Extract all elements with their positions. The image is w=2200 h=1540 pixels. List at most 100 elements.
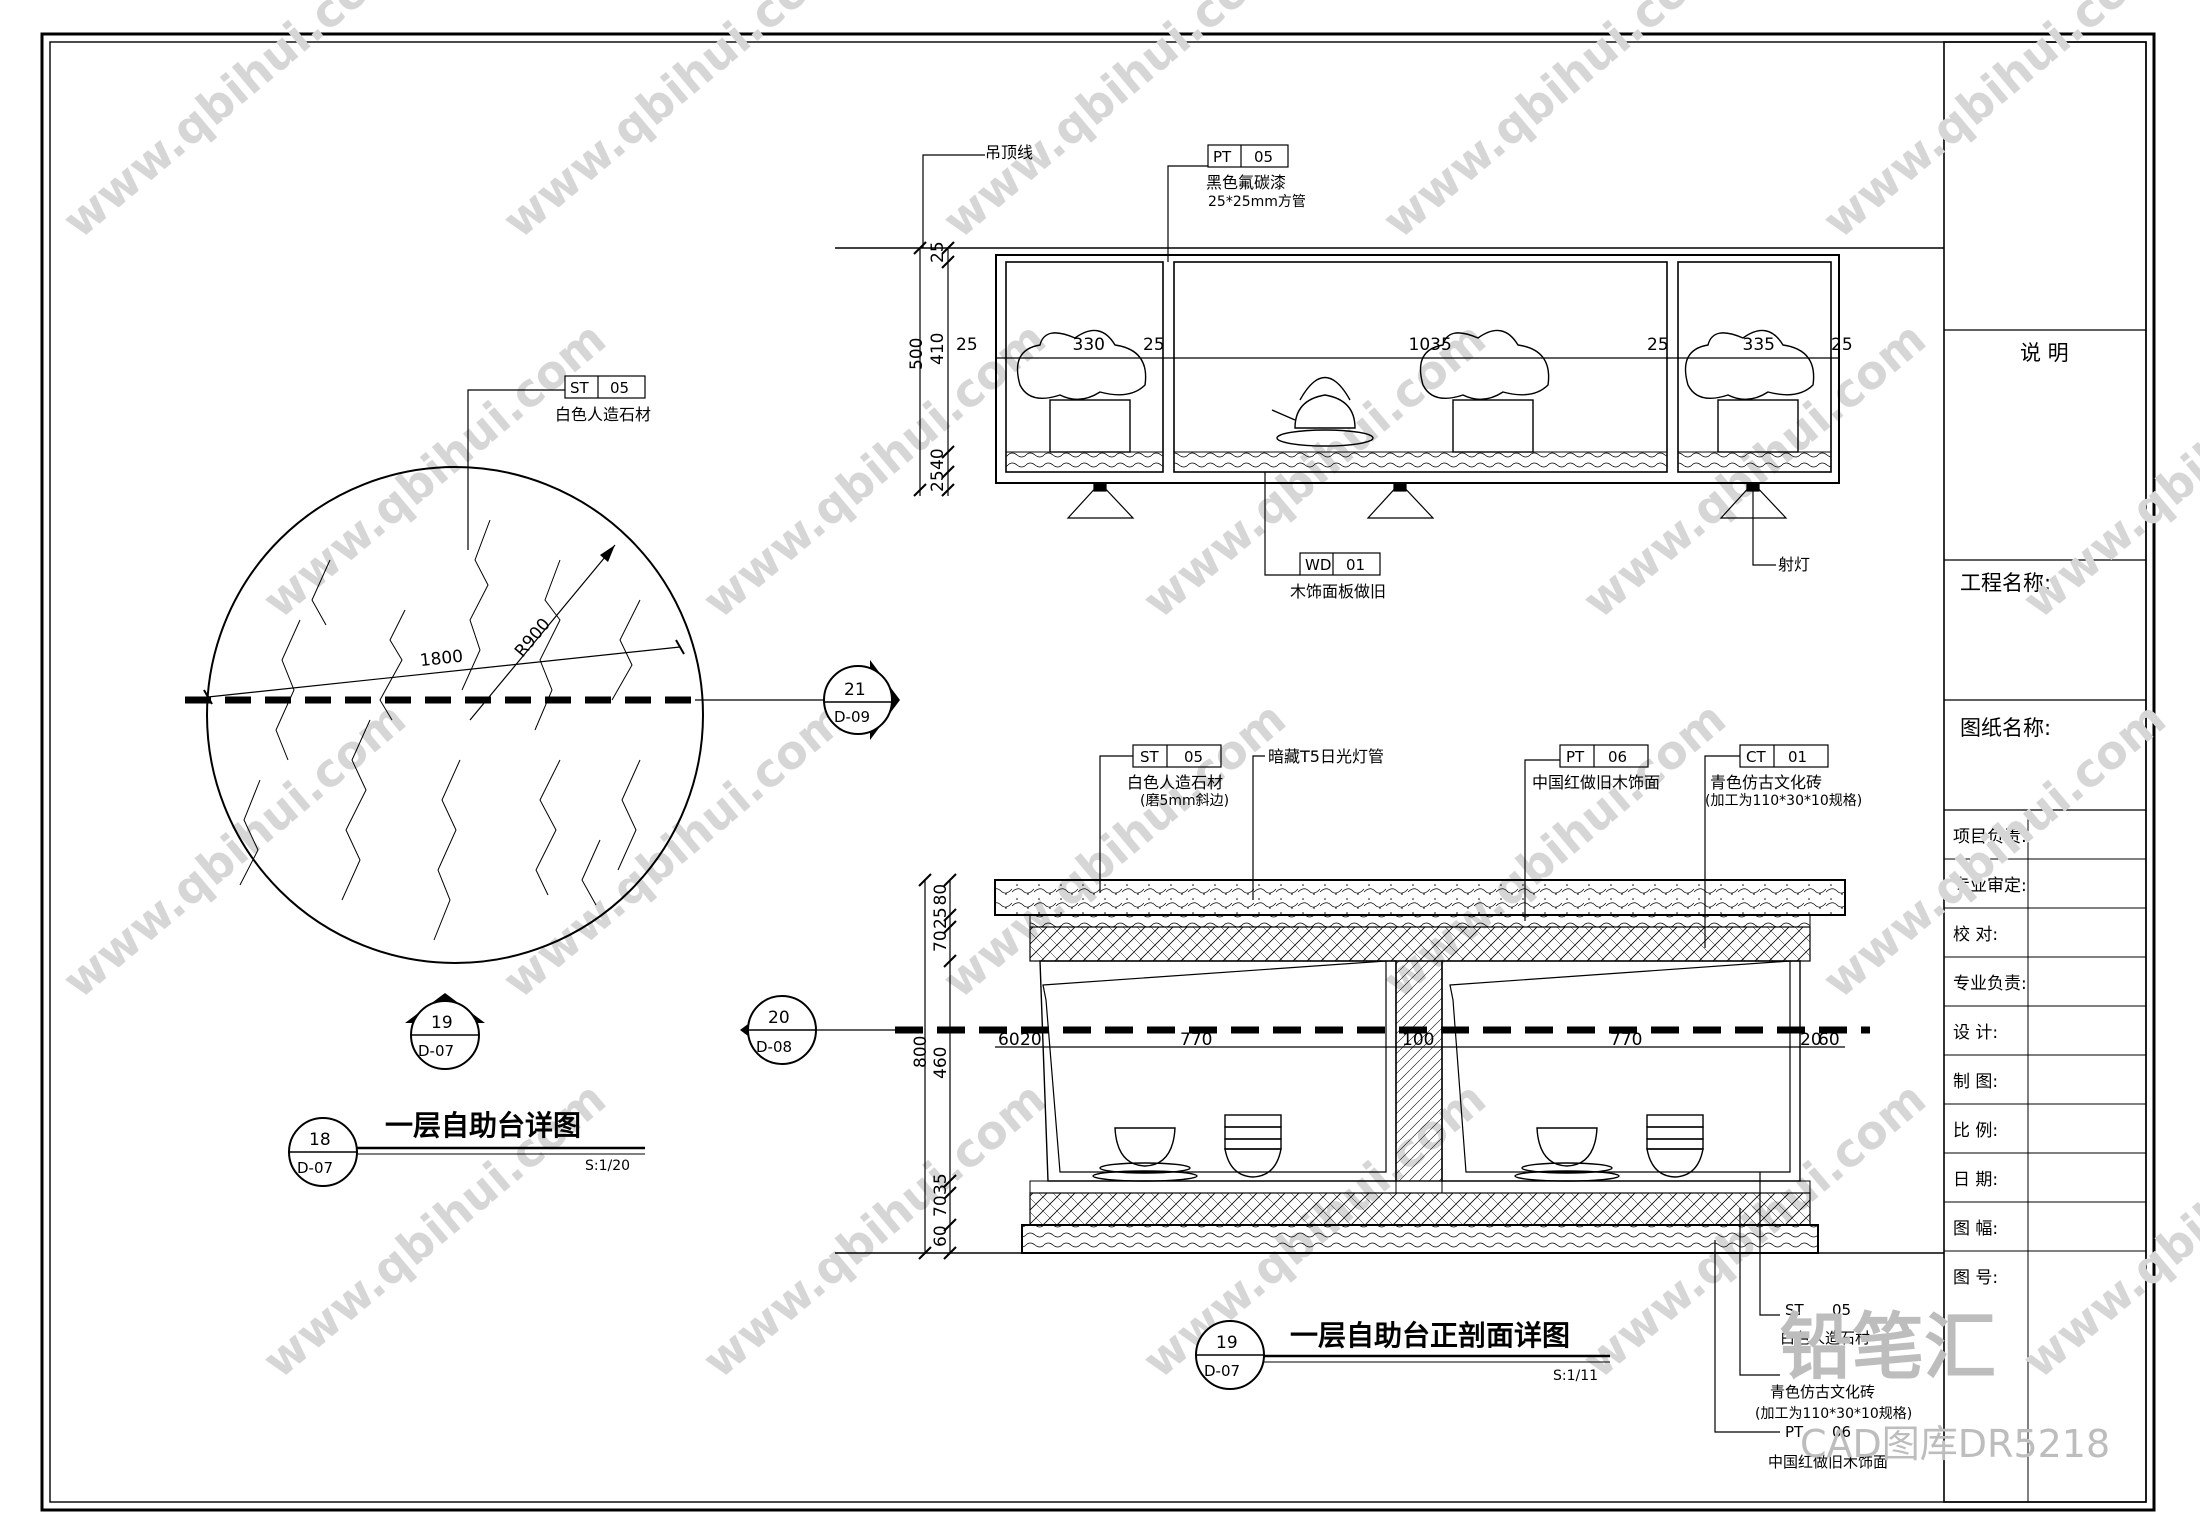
title-block: 项目负责:专业审定:校 对:专业负责:设 计:制 图:比 例:日 期:图 幅:图…: [1943, 41, 2147, 1503]
svg-text:18: 18: [309, 1130, 331, 1150]
section-title: 一层自助台正剖面详图: [1290, 1319, 1570, 1352]
ceiling-line-note: 吊顶线: [985, 143, 1033, 162]
counter-pt-note: 中国红做旧木饰面: [1532, 773, 1660, 792]
watermark-text: www.qbihui.com: [1812, 0, 2175, 248]
counter-lower-label: 青色仿古文化砖: [1770, 1383, 1875, 1401]
counter-ct-code: CT: [1746, 748, 1766, 766]
counter-st-code: ST: [1140, 748, 1160, 766]
counter-lower-label: 05: [1832, 1301, 1851, 1319]
counter-base: [1021, 1224, 1819, 1254]
counter-lower-label: PT: [1785, 1423, 1804, 1441]
counter-lower-label: 白色人造石材: [1780, 1329, 1870, 1347]
svg-text:19: 19: [1216, 1333, 1238, 1353]
counter-horizontal-dim: 20: [1020, 1030, 1042, 1050]
counter-ct-note: 青色仿古文化砖: [1710, 773, 1822, 792]
shelf-horizontal-dim: 25: [1143, 335, 1165, 355]
watermark-text: www.qbihui.com: [692, 311, 1055, 628]
title-block-row-label: 日 期:: [1953, 1170, 1998, 1190]
spotlight-note: 射灯: [1778, 555, 1810, 574]
watermark-text: www.qbihui.com: [492, 0, 855, 248]
counter-vertical-dim: 70: [931, 1195, 951, 1217]
shelf-vertical-dim: 410: [928, 333, 948, 365]
counter-lower-label: (加工为110*30*10规格): [1755, 1406, 1912, 1422]
counter-horizontal-dim: 100: [1402, 1030, 1434, 1050]
shelf-vertical-dim: 25: [928, 470, 948, 492]
counter-horizontal-dim: 770: [1610, 1030, 1642, 1050]
counter-horizontal-dim: 60: [1818, 1030, 1840, 1050]
counter-lower-label: 06: [1832, 1423, 1851, 1441]
radius-dimension: R900: [511, 615, 555, 662]
plan-st-tag: [564, 375, 646, 399]
title-block-rows: 项目负责:专业审定:校 对:专业负责:设 计:制 图:比 例:日 期:图 幅:图…: [1944, 827, 2146, 1288]
counter-pt-num: 06: [1608, 748, 1627, 766]
section-bubble-20: 20 D-08: [740, 995, 895, 1065]
watermark-text: www.qbihui.com: [1372, 0, 1735, 248]
counter-top-circle: [206, 466, 704, 964]
watermark-text: www.qbihui.com: [492, 691, 855, 1008]
plan-view: 1800 R900 ST 05 白色人造石材 21 D-09 19: [185, 375, 900, 1187]
shelf-wd-note: 木饰面板做旧: [1290, 582, 1386, 601]
shelf-horizontal-dim: 330: [1073, 335, 1105, 355]
watermark-text: www.qbihui.com: [52, 0, 415, 248]
watermark-text: www.qbihui.com: [932, 0, 1295, 248]
shelf-pt-code: PT: [1213, 148, 1232, 166]
counter-vertical-dim: 70: [931, 930, 951, 952]
counter-st-num: 05: [1184, 748, 1203, 766]
counter-st-note: 白色人造石材: [1127, 773, 1223, 792]
shelf-frame: [995, 254, 1840, 484]
svg-text:21: 21: [844, 680, 866, 700]
shelf-horizontal-dim: 335: [1743, 335, 1775, 355]
counter-vertical-dim: 35: [931, 1173, 951, 1195]
shelf-overall-dim: 500: [907, 338, 927, 370]
plan-st-note: 白色人造石材: [555, 405, 651, 424]
shelf-wd-code: WD: [1305, 556, 1331, 574]
section-bubble-19-plan: 19 D-07: [405, 993, 485, 1070]
svg-text:D-08: D-08: [756, 1038, 792, 1056]
counter-vertical-dim: 25: [931, 907, 951, 929]
svg-text:20: 20: [768, 1008, 790, 1028]
shelf-vertical-dim: 25: [928, 241, 948, 263]
title-block-row-label: 图 幅:: [1953, 1219, 1998, 1239]
counter-vertical-dim: 460: [931, 1047, 951, 1079]
section-bubble-21: 21 D-09: [823, 660, 900, 740]
counter-horizontal-dim: 60: [998, 1030, 1020, 1050]
title-block-row-label: 校 对:: [1953, 925, 1998, 945]
teapot-decoration: [1271, 376, 1374, 447]
brand-text: 铅笔汇: [1780, 1305, 1996, 1389]
shelf-horizontal-dim: 25: [1831, 335, 1853, 355]
title-block-row-label: 项目负责:: [1953, 827, 2027, 847]
watermark-text: www.qbihui.com: [2012, 1071, 2200, 1388]
counter-top-slab: [994, 879, 1846, 916]
counter-overall-dim: 800: [911, 1036, 931, 1068]
tableware-decoration: [1092, 1114, 1704, 1182]
watermark-text: www.qbihui.com: [252, 311, 615, 628]
svg-text:D-07: D-07: [1204, 1362, 1240, 1380]
plan-title-bubble: 18 D-07: [288, 1117, 358, 1187]
plan-st-code: ST: [570, 379, 590, 397]
counter-lower-label: 中国红做旧木饰面: [1768, 1453, 1888, 1471]
brand-code: CAD图库DR5218: [1800, 1422, 2110, 1466]
section-title-bubble: 19 D-07: [1195, 1320, 1265, 1390]
shelf-horizontal-dim: 25: [1647, 335, 1669, 355]
description-label: 说 明: [2020, 341, 2069, 365]
svg-text:D-09: D-09: [834, 708, 870, 726]
watermark-text: www.qbihui.com: [692, 1071, 1055, 1388]
title-block-row-label: 图 号:: [1953, 1268, 1998, 1288]
counter-ct-num: 01: [1788, 748, 1807, 766]
counter-st-note2: (磨5mm斜边): [1140, 793, 1229, 809]
lamp-note: 暗藏T5日光灯管: [1268, 747, 1384, 766]
title-block-row-label: 专业审定:: [1953, 876, 2027, 896]
plant-decoration: [1016, 329, 1815, 453]
counter-horizontal-dim: 20: [1800, 1030, 1822, 1050]
shelf-pt-num: 05: [1254, 148, 1273, 166]
title-block-row-label: 制 图:: [1953, 1072, 1998, 1092]
drawing-name-label: 图纸名称:: [1960, 716, 2051, 740]
counter-ct-note2: (加工为110*30*10规格): [1705, 793, 1862, 809]
counter-vertical-dim: 80: [931, 884, 951, 906]
shelf-pt-note: 黑色氟碳漆: [1206, 173, 1286, 192]
